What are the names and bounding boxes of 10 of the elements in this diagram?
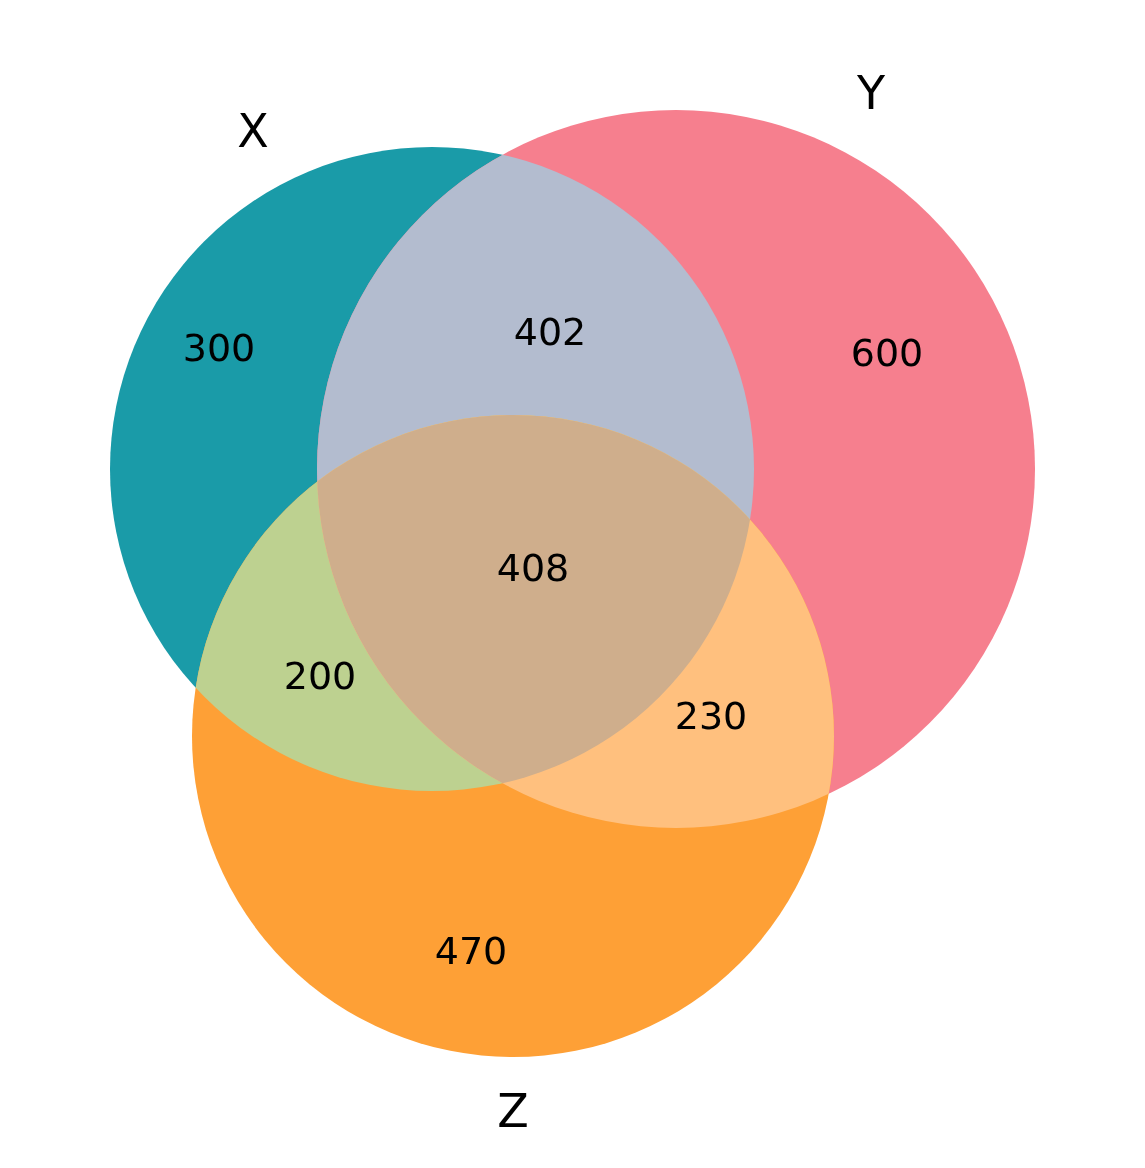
count-label: 200 [283,657,357,695]
count-label: 300 [182,329,256,367]
count-label: 230 [674,697,748,735]
count-label: 408 [496,549,570,587]
count-label: 402 [513,313,587,351]
set-label: Z [497,1088,529,1134]
count-label: 600 [850,334,924,372]
set-label: X [237,108,269,154]
count-label: 470 [434,932,508,970]
set-label: Y [856,70,886,116]
